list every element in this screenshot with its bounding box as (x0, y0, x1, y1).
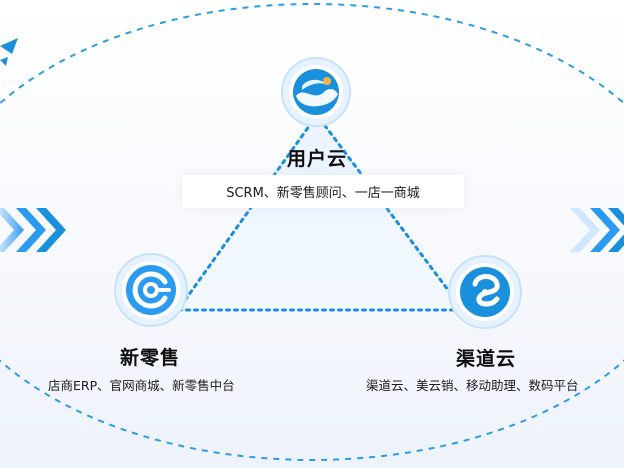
user-cloud-caption-box: SCRM、新零售顾问、一店一商城 (182, 175, 464, 208)
channel-cloud-icon (448, 255, 522, 329)
corner-accent-icon (0, 38, 18, 66)
channel-cloud-title: 渠道云 (456, 348, 517, 370)
user-cloud-subtitle: SCRM、新零售顾问、一店一商城 (226, 186, 420, 201)
new-retail-subtitle: 店商ERP、官网商城、新零售中台 (48, 378, 235, 393)
new-retail-icon (114, 253, 188, 327)
user-cloud-title: 用户云 (287, 148, 348, 170)
outer-dashed-ellipse (0, 3, 624, 461)
channel-cloud-subtitle: 渠道云、美云销、移动助理、数码平台 (366, 378, 579, 393)
connection-triangle (175, 112, 466, 312)
right-chevron-icon (570, 208, 624, 252)
left-chevron-icon (0, 208, 66, 252)
user-cloud-icon (281, 57, 351, 127)
new-retail-title: 新零售 (120, 347, 181, 369)
